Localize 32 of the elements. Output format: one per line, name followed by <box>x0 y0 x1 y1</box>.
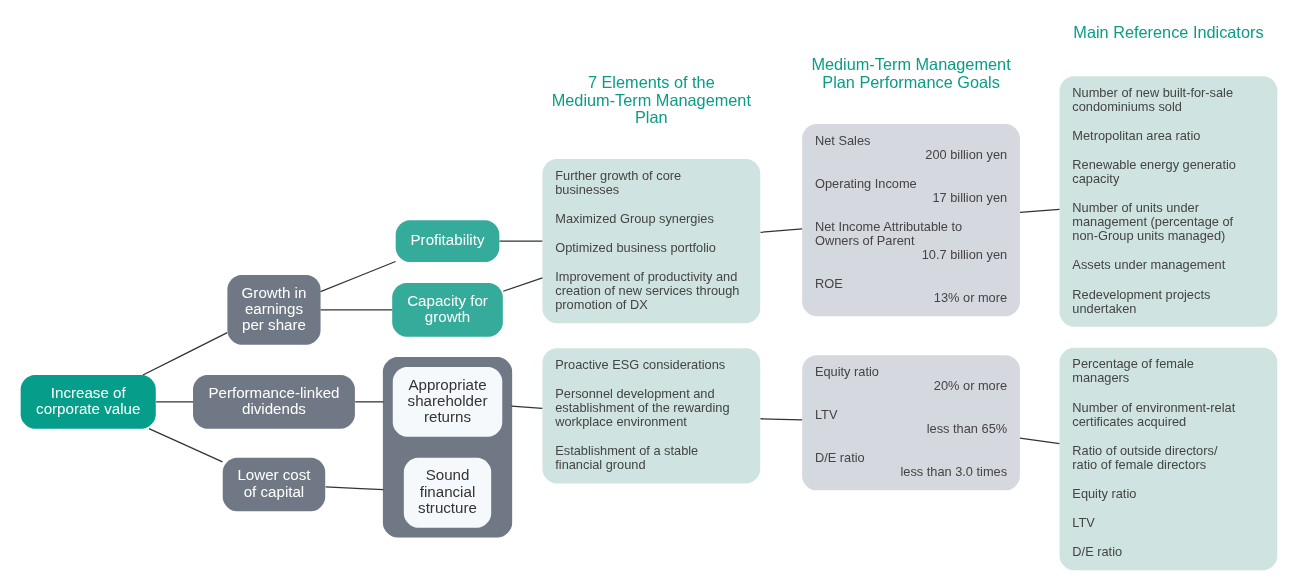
connector <box>155 401 194 403</box>
connector <box>354 401 384 403</box>
connector <box>498 240 543 242</box>
label: Medium-Term Management Plan Performance Goals <box>810 55 1011 91</box>
node-box: Increase of corporate value <box>20 375 156 429</box>
node-box: Net Sales 200 billion yen Operating Income 17 billion yen Net Income Attributable to Owners of Parent 10.7 billion yen ROE 13% or more <box>801 124 1020 317</box>
connector <box>324 486 384 491</box>
node-box: Profitability <box>395 220 499 263</box>
label: Main Reference Indicators <box>1072 23 1264 42</box>
node-box: Further growth of core businesses Maximized Group synergies Optimized business portfolio Improvement of productivity and creation of new services through promotion of DX <box>541 159 760 324</box>
node-box: Appropriate shareholder returns <box>392 366 502 437</box>
connector <box>759 418 803 421</box>
node-box: Equity ratio 20% or more LTV less than 65% D/E ratio less than 3.0 times <box>801 355 1020 491</box>
node-box: Lower cost of capital <box>222 457 325 512</box>
node-box: Sound financial structure <box>403 457 491 528</box>
connector <box>319 309 393 311</box>
node-box: Number of new built-for-sale condominiums sold Metropolitan area ratio Renewable energy generatio capacity Number of units under management (percentage of non-Group units managed) Assets under management Redevelopment projects undertaken <box>1059 76 1277 327</box>
cluster <box>382 357 512 538</box>
connector <box>510 405 543 409</box>
node-box: Percentage of female managers Number of environment-relat certificates acquired Ratio of outside directors/ ratio of female directors Equity ratio LTV D/E ratio <box>1059 347 1277 571</box>
label: 7 Elements of the Medium-Term Management Plan <box>551 73 751 127</box>
connector <box>147 428 223 463</box>
node-box: Growth in earnings per share <box>226 274 321 345</box>
connector <box>319 260 396 293</box>
connector <box>1018 208 1060 213</box>
connector <box>759 228 803 233</box>
node-box: Capacity for growth <box>391 283 503 337</box>
connector <box>1018 437 1060 445</box>
node-box: Proactive ESG considerations Personnel development and establishment of the rewarding workplace environment Establishment of a stable financial ground <box>541 348 760 484</box>
connector <box>502 277 543 292</box>
node-box: Performance-linked dividends <box>192 375 355 429</box>
connector <box>141 332 228 376</box>
